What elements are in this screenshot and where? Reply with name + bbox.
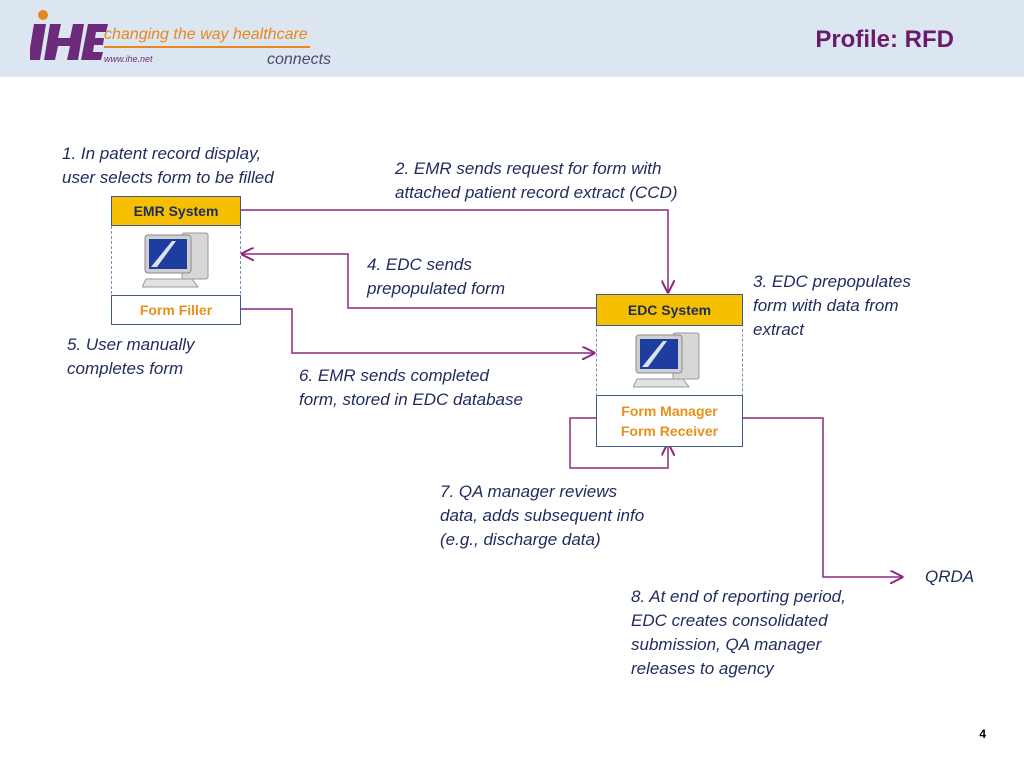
logo-connects: connects bbox=[267, 51, 332, 68]
qrda-output-label: QRDA bbox=[925, 567, 975, 586]
step-1-note: 1. In patent record display, user select… bbox=[62, 144, 274, 187]
step-3-note: 3. EDC prepopulates form with data from … bbox=[753, 272, 911, 339]
arrow-qa-loop bbox=[569, 417, 668, 469]
edc-role-form-manager: Form Manager bbox=[621, 403, 718, 419]
edc-role-label: Form Manager Form Receiver bbox=[596, 395, 743, 447]
arrow-completed-form bbox=[240, 308, 594, 353]
emr-system-box: EMR System Form Filler bbox=[111, 196, 241, 325]
edc-system-box: EDC System Form Manager Form Receiver bbox=[596, 294, 743, 447]
step-8-note: 8. At end of reporting period, EDC creat… bbox=[631, 587, 846, 678]
step-2-note: 2. EMR sends request for form with attac… bbox=[395, 159, 678, 202]
page-number: 4 bbox=[979, 727, 986, 741]
ihe-logo-mark bbox=[30, 10, 310, 60]
step-6-note: 6. EMR sends completed form, stored in E… bbox=[299, 366, 523, 409]
arrow-request-form bbox=[240, 209, 668, 292]
edc-system-header: EDC System bbox=[596, 294, 743, 326]
emr-system-header: EMR System bbox=[111, 196, 241, 226]
ihe-logo: changing the way healthcare www.ihe.net … bbox=[30, 8, 331, 70]
page-title: Profile: RFD bbox=[815, 26, 954, 53]
computer-icon bbox=[633, 332, 700, 388]
slide-header: changing the way healthcare www.ihe.net … bbox=[0, 0, 1024, 77]
emr-role-label: Form Filler bbox=[111, 295, 241, 325]
step-5-note: 5. User manually completes form bbox=[67, 335, 195, 378]
computer-icon bbox=[142, 232, 209, 288]
logo-tagline: changing the way healthcare bbox=[104, 26, 308, 43]
logo-url: www.ihe.net bbox=[104, 54, 153, 64]
step-7-note: 7. QA manager reviews data, adds subsequ… bbox=[440, 482, 645, 549]
edc-role-form-receiver: Form Receiver bbox=[620, 423, 719, 439]
step-4-note: 4. EDC sends prepopulated form bbox=[367, 255, 505, 298]
arrow-prepopulated-form bbox=[242, 254, 596, 309]
arrow-qrda-submission bbox=[742, 417, 902, 577]
